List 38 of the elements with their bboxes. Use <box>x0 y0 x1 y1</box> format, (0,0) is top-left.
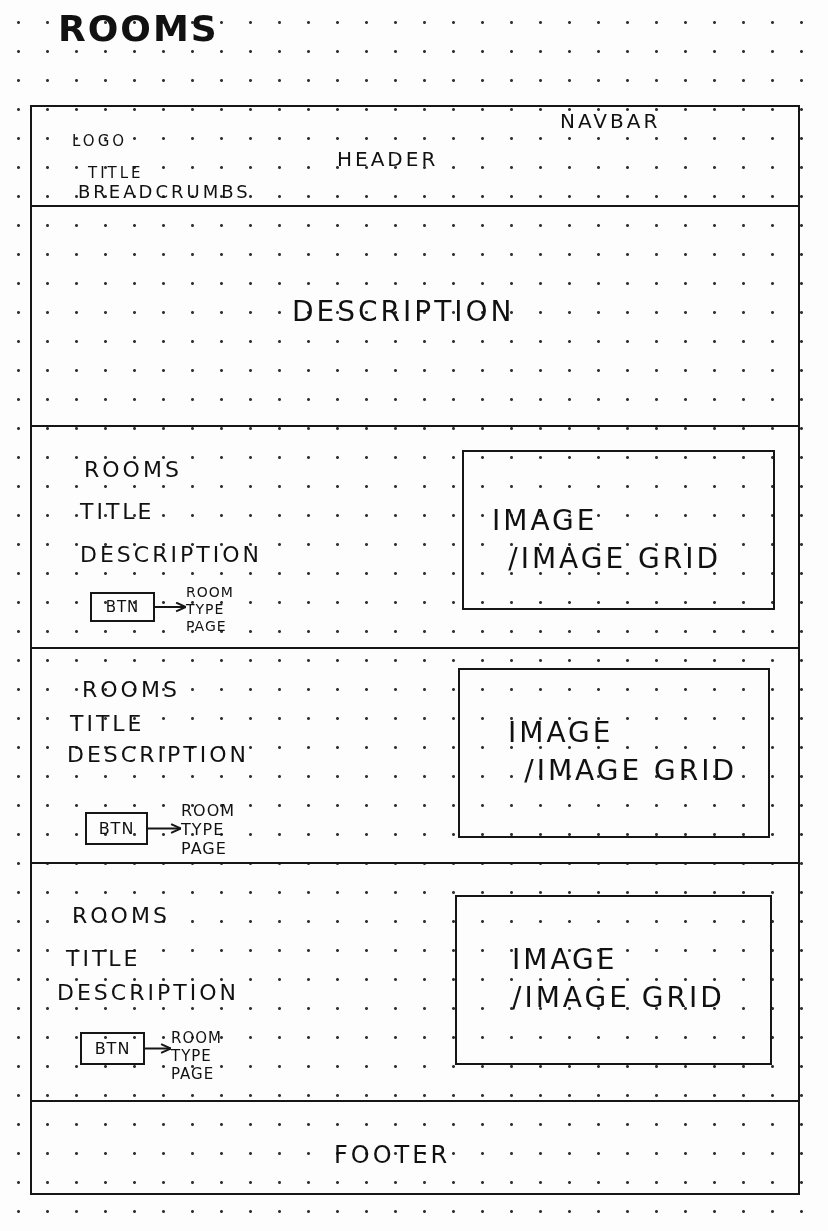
link-target-label: ROOM TYPE PAGE <box>171 1029 222 1083</box>
description-label: DESCRIPTION <box>292 296 515 329</box>
image-frame <box>458 668 770 838</box>
arrow <box>144 1043 172 1054</box>
rooms-label: ROOMS <box>82 677 180 703</box>
wireframe-button: BTN <box>85 812 148 845</box>
description-label: DESCRIPTION <box>67 742 249 768</box>
footer-label: FOOTER <box>334 1142 451 1170</box>
footer-band <box>30 1100 800 1195</box>
image-frame <box>462 450 775 610</box>
title-label: TITLE <box>80 499 155 525</box>
rooms-label: ROOMS <box>84 457 182 483</box>
page-title: ROOMS <box>58 8 219 49</box>
wireframe-button: BTN <box>90 592 155 622</box>
link-target-label: ROOM TYPE PAGE <box>186 584 234 635</box>
header-band <box>30 105 800 207</box>
title-label: TITLE <box>70 711 145 737</box>
rooms-label: ROOMS <box>72 903 170 929</box>
image-label: IMAGE /IMAGE GRID <box>492 503 721 577</box>
header-item-label: LOGO <box>72 133 128 151</box>
navbar-label: NAVBAR <box>560 110 661 133</box>
room-section <box>30 647 800 864</box>
link-target-label: ROOM TYPE PAGE <box>181 801 236 859</box>
breadcrumbs-label: BREADCRUMBS <box>78 182 251 203</box>
title-label: TITLE <box>66 946 141 972</box>
description-band <box>30 205 800 427</box>
wireframe-button: BTN <box>80 1032 145 1065</box>
description-label: DESCRIPTION <box>80 542 262 568</box>
image-label: IMAGE /IMAGE GRID <box>508 715 737 789</box>
arrow <box>147 823 182 834</box>
title-label: TITLE <box>88 165 144 183</box>
description-label: DESCRIPTION <box>57 980 239 1006</box>
arrow <box>154 601 187 613</box>
room-section <box>30 425 800 649</box>
room-section <box>30 862 800 1102</box>
image-frame <box>455 895 772 1065</box>
image-label: IMAGE /IMAGE GRID <box>512 942 726 1016</box>
header-label: HEADER <box>337 148 439 171</box>
